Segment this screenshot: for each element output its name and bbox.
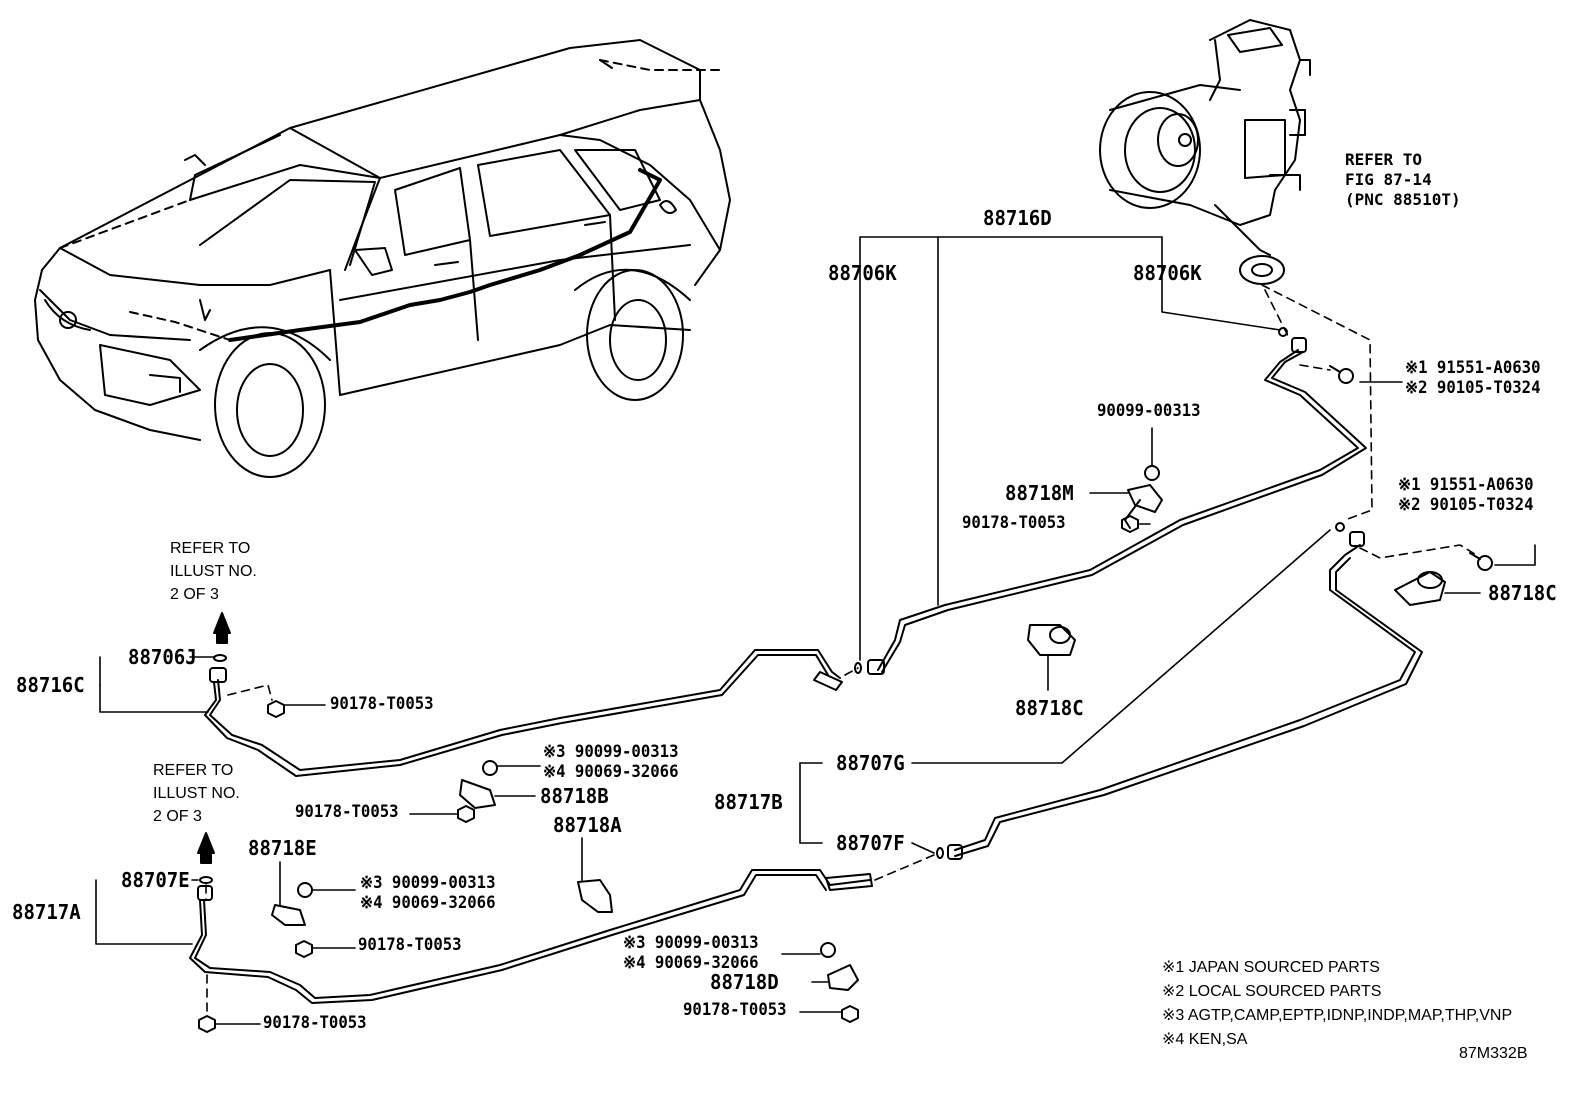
part-90178-T0053-b-label: 90178-T0053 — [295, 802, 399, 822]
part-88718M-label: 88718M — [1005, 481, 1074, 505]
clip-e-line-1: ※3 90099-00313 — [360, 873, 496, 893]
part-88706J-label: 88706J — [128, 645, 197, 669]
part-88706K-right-label: 88706K — [1133, 261, 1202, 285]
bracket-88718B — [459, 760, 498, 809]
fastener-nuts — [198, 365, 1493, 1033]
part-88716C-label: 88716C — [16, 673, 85, 697]
part-88718A-label: 88718A — [553, 813, 622, 837]
refer-fig-87-14-note: REFER TO FIG 87-14 (PNC 88510T) — [1345, 150, 1461, 209]
bracket-88718D — [820, 942, 859, 991]
bolt-right-line-2: ※2 90105-T0324 — [1398, 495, 1534, 515]
part-88707F-label: 88707F — [836, 831, 905, 855]
dashed-assembly-lines — [205, 284, 1479, 1016]
pipe-88717A — [189, 869, 873, 1004]
o-rings — [199, 327, 1345, 884]
vehicle-illustration — [34, 39, 731, 478]
pipe-88716D — [867, 337, 1367, 675]
part-88707G-label: 88707G — [836, 751, 905, 775]
legend-item-2: ※2 LOCAL SOURCED PARTS — [1162, 983, 1382, 1000]
legend-item-1: ※1 JAPAN SOURCED PARTS — [1162, 959, 1380, 976]
diagram-code: 87M332B — [1459, 1045, 1528, 1062]
bolt-top-line-2: ※2 90105-T0324 — [1405, 378, 1541, 398]
clip-b-line-1: ※3 90099-00313 — [543, 742, 679, 762]
part-88718C-right-label: 88718C — [1488, 581, 1557, 605]
bracket-88718C-mid — [1027, 624, 1076, 656]
part-90178-T0053-d-label: 90178-T0053 — [683, 1000, 787, 1020]
part-88717A-label: 88717A — [12, 900, 81, 924]
bolt-top-note: ※1 91551-A0630 ※2 90105-T0324 — [1405, 358, 1541, 398]
part-90099-00313-label: 90099-00313 — [1097, 401, 1201, 421]
part-88718B-label: 88718B — [540, 784, 609, 808]
clip-d-line-2: ※4 90069-32066 — [623, 953, 759, 973]
part-90178-T0053-m-label: 90178-T0053 — [962, 513, 1066, 533]
pipe-88717B — [947, 531, 1423, 860]
up-arrows — [197, 612, 231, 864]
bracket-88718C-right — [1394, 571, 1446, 606]
bolt-right-line-1: ※1 91551-A0630 — [1398, 475, 1534, 495]
bracket-88718M — [1124, 465, 1163, 529]
clip-e-line-2: ※4 90069-32066 — [360, 893, 496, 913]
bolt-top-line-1: ※1 91551-A0630 — [1405, 358, 1541, 378]
refer-illust-top-note: REFER TO ILLUST NO. 2 OF 3 — [170, 540, 257, 603]
part-88718E-label: 88718E — [248, 836, 317, 860]
part-88707E-label: 88707E — [121, 868, 190, 892]
part-88718C-mid-label: 88718C — [1015, 696, 1084, 720]
clip-e-note: ※3 90099-00313 ※4 90069-32066 — [360, 873, 496, 913]
bracket-88718E — [271, 882, 313, 926]
legend-item-3: ※3 AGTP,CAMP,EPTP,IDNP,INDP,MAP,THP,VNP — [1162, 1007, 1513, 1024]
part-90178-T0053-bottom-label: 90178-T0053 — [263, 1013, 367, 1033]
bracket-88718A — [577, 879, 613, 913]
pipe-88716C — [204, 649, 843, 777]
legend-item-4: ※4 KEN,SA — [1162, 1031, 1248, 1048]
part-88718D-label: 88718D — [710, 970, 779, 994]
legend: ※1 JAPAN SOURCED PARTS ※2 LOCAL SOURCED … — [1162, 956, 1512, 1052]
part-88706K-left-label: 88706K — [828, 261, 897, 285]
clip-d-line-1: ※3 90099-00313 — [623, 933, 759, 953]
clip-b-line-2: ※4 90069-32066 — [543, 762, 679, 782]
clip-d-note: ※3 90099-00313 ※4 90069-32066 — [623, 933, 759, 973]
bolt-right-note: ※1 91551-A0630 ※2 90105-T0324 — [1398, 475, 1534, 515]
part-90178-T0053-e-label: 90178-T0053 — [358, 935, 462, 955]
part-90178-T0053-top-label: 90178-T0053 — [330, 694, 434, 714]
refer-illust-bottom-note: REFER TO ILLUST NO. 2 OF 3 — [153, 762, 240, 825]
part-88717B-label: 88717B — [714, 790, 783, 814]
leader-lines — [95, 236, 1536, 1025]
heater-unit-illustration — [1099, 19, 1311, 285]
part-88716D-label: 88716D — [983, 206, 1052, 230]
clip-b-note: ※3 90099-00313 ※4 90069-32066 — [543, 742, 679, 782]
